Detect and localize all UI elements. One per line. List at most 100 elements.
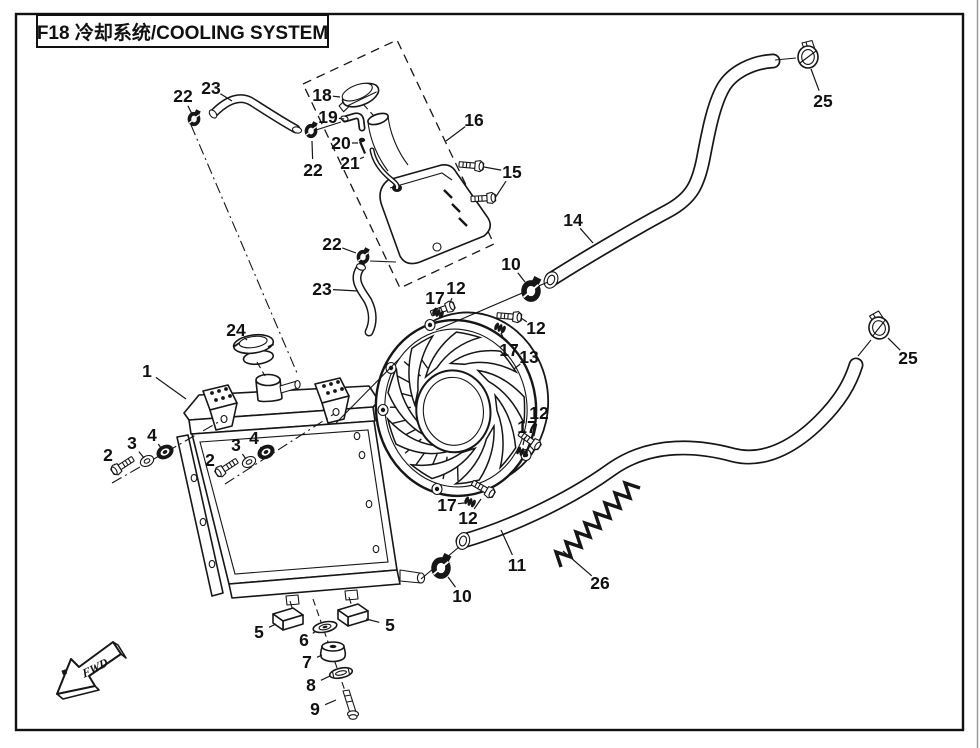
callout-label-18: 18	[312, 85, 332, 105]
callout-leader	[517, 272, 526, 283]
callout-leader	[359, 156, 365, 160]
callout-leader	[562, 550, 593, 577]
callout-leader	[522, 437, 526, 446]
callout-label-3: 3	[231, 435, 241, 455]
callout-leader	[332, 95, 341, 98]
clamp-10-lower	[430, 552, 453, 580]
callout-leader	[500, 529, 513, 556]
callout-label-25: 25	[813, 91, 833, 111]
callout-label-2: 2	[103, 445, 113, 465]
callout-leader	[513, 363, 521, 370]
washer-8	[328, 666, 354, 680]
callout-label-2: 2	[205, 450, 215, 470]
callout-leader	[332, 289, 359, 292]
callout-label-10: 10	[501, 254, 521, 274]
callout-label-17: 17	[517, 417, 536, 437]
callout-label-25: 25	[898, 348, 918, 368]
callout-leader	[157, 443, 162, 449]
callout-label-12: 12	[446, 278, 466, 298]
callout-leader	[187, 105, 193, 115]
callout-label-1: 1	[142, 361, 152, 381]
cooling-fan	[374, 311, 550, 498]
callout-leader	[473, 498, 482, 510]
callout-label-23: 23	[312, 279, 332, 299]
callout-label-16: 16	[464, 110, 484, 130]
callout-label-4: 4	[249, 428, 259, 448]
callout-leader	[520, 317, 528, 323]
callout-leader	[268, 623, 277, 628]
radiator-filler-neck	[255, 373, 301, 403]
callout-leader	[342, 247, 357, 254]
washer-3-a	[137, 452, 157, 470]
callout-leader	[500, 332, 505, 341]
callout-label-5: 5	[385, 615, 395, 635]
callout-leader	[220, 93, 233, 102]
screw-20	[358, 137, 366, 154]
reservoir-assembly	[302, 39, 495, 289]
clamp-25-lower	[864, 308, 893, 343]
callout-leader	[579, 227, 594, 244]
callout-label-13: 13	[519, 347, 539, 367]
callout-label-4: 4	[147, 425, 157, 445]
clamp-22-b	[304, 120, 319, 139]
callout-label-24: 24	[226, 320, 246, 340]
bolt-2-a	[108, 453, 137, 478]
callout-leader	[457, 502, 465, 505]
callout-label-21: 21	[340, 153, 360, 173]
reservoir-cap	[338, 82, 380, 113]
callout-leader	[243, 336, 248, 341]
callout-label-26: 26	[590, 573, 610, 593]
elbow-joint	[340, 112, 366, 132]
callout-leader	[324, 699, 337, 706]
callout-label-6: 6	[299, 630, 309, 650]
callout-leader	[338, 117, 345, 120]
callout-label-10: 10	[452, 586, 472, 606]
callout-leader	[887, 337, 901, 351]
page-title: F18 冷却系统/COOLING SYSTEM	[36, 22, 329, 44]
rubber-mount-5-left	[272, 607, 304, 631]
callout-label-15: 15	[502, 162, 522, 182]
fwd-arrow: FWD	[56, 641, 127, 700]
grommet-4-a	[153, 441, 177, 463]
callout-label-12: 12	[529, 403, 549, 423]
callout-label-17: 17	[425, 288, 444, 308]
callout-label-7: 7	[302, 652, 312, 672]
radiator-cap	[232, 333, 275, 366]
callout-label-11: 11	[508, 555, 527, 575]
bushing-17-bottom	[463, 495, 477, 509]
fan-blades	[386, 331, 526, 485]
callout-label-3: 3	[127, 433, 137, 453]
callout-leader	[260, 446, 263, 450]
callout-label-22: 22	[303, 160, 323, 180]
bolt-9	[342, 689, 360, 720]
callout-leader	[316, 654, 323, 658]
reservoir-tank	[367, 112, 492, 265]
bolt-15-a	[458, 158, 485, 173]
callout-leader	[155, 376, 187, 400]
callout-leader	[241, 453, 247, 460]
clamp-10-upper	[520, 275, 543, 303]
rubber-mount-5-right	[337, 603, 369, 627]
callout-leader	[312, 630, 317, 634]
clamp-22-a	[187, 108, 202, 127]
callout-leader	[445, 126, 466, 142]
spring-26	[553, 480, 641, 568]
callout-label-22: 22	[322, 234, 342, 254]
callout-label-12: 12	[526, 318, 546, 338]
page-frame	[14, 12, 965, 732]
bottom-mount-parts	[272, 603, 369, 720]
callout-leader	[494, 180, 507, 199]
callout-leader	[113, 463, 116, 466]
callout-leader	[810, 68, 820, 91]
callout-leader	[533, 423, 538, 437]
hose-14	[543, 61, 773, 289]
callout-leader	[138, 451, 145, 459]
callout-leader	[447, 576, 456, 588]
title-box: F18 冷却系统/COOLING SYSTEM	[36, 14, 329, 48]
grommet-7	[319, 641, 347, 663]
callout-label-19: 19	[318, 107, 338, 127]
callout-leader	[311, 140, 314, 160]
callout-label-9: 9	[310, 699, 320, 719]
